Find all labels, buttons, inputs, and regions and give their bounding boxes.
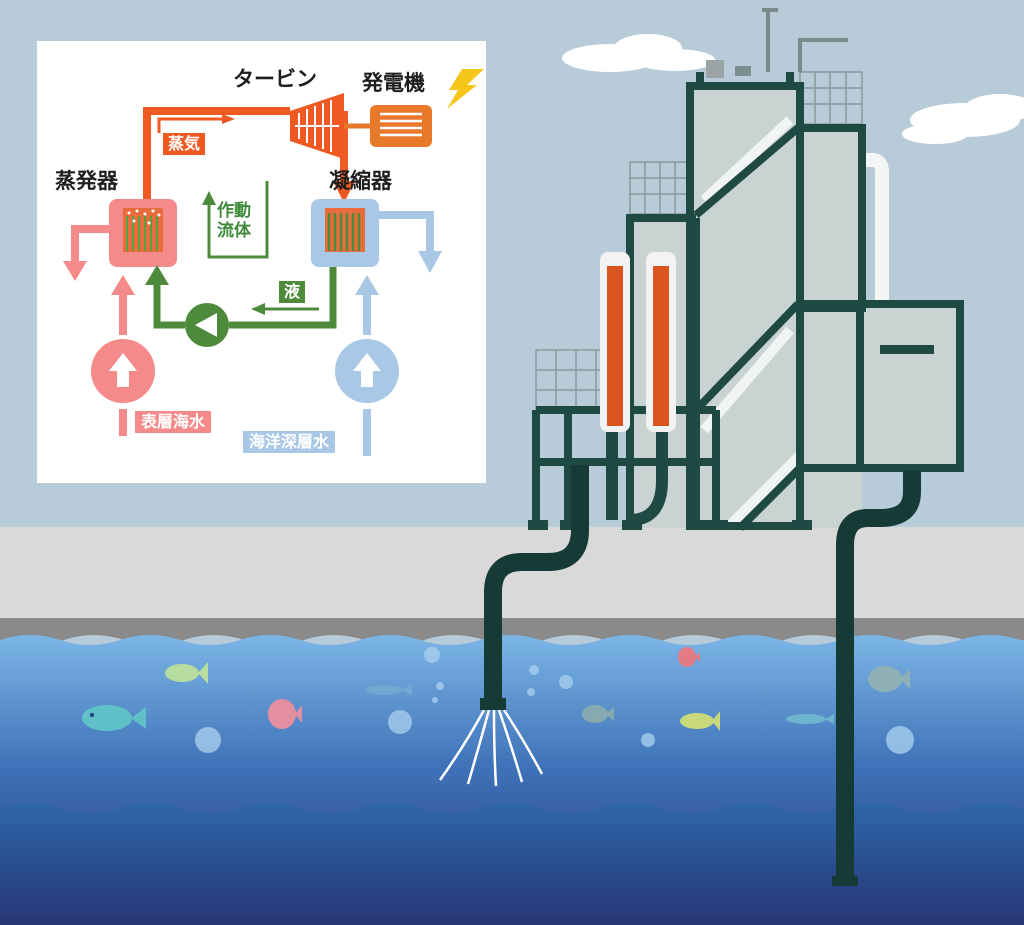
steam-label: 蒸気 bbox=[163, 133, 206, 155]
turbine-label: タービン bbox=[233, 67, 317, 91]
evaporator-label: 蒸発器 bbox=[55, 169, 118, 193]
plant bbox=[528, 8, 964, 531]
fish bbox=[786, 714, 834, 724]
steam-flow-arrow bbox=[157, 117, 222, 133]
deep-sea-layer bbox=[0, 802, 1024, 925]
deep-intake-mouth bbox=[832, 876, 858, 886]
warm-water-pump bbox=[91, 339, 155, 403]
working-fluid-label-line2: 流体 bbox=[217, 221, 251, 242]
fish bbox=[165, 662, 208, 684]
steam-arrow-down bbox=[333, 181, 355, 203]
fish bbox=[82, 705, 146, 731]
generator bbox=[370, 105, 432, 147]
liquid-label: 液 bbox=[279, 281, 306, 303]
discharge-pipe bbox=[484, 465, 589, 706]
deep-seawater-label: 海洋深層水 bbox=[243, 431, 336, 453]
discharge-nozzle bbox=[480, 698, 506, 710]
turbine bbox=[290, 93, 344, 159]
deep-seawater-line bbox=[355, 275, 379, 456]
working-fluid-pump bbox=[185, 303, 229, 347]
surface-seawater-line bbox=[111, 275, 135, 436]
cold-water-pump bbox=[335, 339, 399, 403]
cloud bbox=[562, 34, 715, 72]
working-fluid-legend-arrow bbox=[202, 191, 216, 205]
working-fluid-label-line1: 作動 bbox=[217, 201, 251, 221]
warm-water-outflow bbox=[63, 225, 109, 281]
ground bbox=[0, 527, 1024, 622]
surface-seawater-label: 表層海水 bbox=[135, 411, 212, 433]
working-fluid-label: 作動 流体 bbox=[217, 201, 251, 242]
generator-label: 発電機 bbox=[362, 71, 425, 95]
fish bbox=[365, 684, 412, 696]
lightning-icon bbox=[447, 69, 484, 109]
discharge-spray bbox=[438, 709, 544, 787]
fish bbox=[868, 666, 910, 692]
fish bbox=[678, 647, 700, 667]
cycle-diagram bbox=[63, 69, 484, 456]
condenser-label: 凝縮器 bbox=[329, 169, 392, 193]
liquid-flow-arrow bbox=[251, 303, 319, 315]
working-fluid-loop bbox=[145, 265, 337, 329]
condenser bbox=[311, 199, 379, 267]
cycle-diagram-panel: タービン 発電機 蒸発器 凝縮器 蒸気 作動 流体 液 表層海水 海洋深層水 bbox=[37, 41, 486, 483]
fish bbox=[268, 699, 302, 729]
fish bbox=[582, 705, 614, 723]
fish bbox=[680, 711, 720, 731]
cold-water-outflow bbox=[379, 211, 442, 273]
deep-intake-pipe bbox=[836, 470, 921, 880]
evaporator bbox=[109, 199, 177, 267]
cloud bbox=[902, 94, 1024, 144]
bubbles bbox=[195, 647, 914, 754]
steam-flow-arrowhead bbox=[222, 114, 235, 124]
